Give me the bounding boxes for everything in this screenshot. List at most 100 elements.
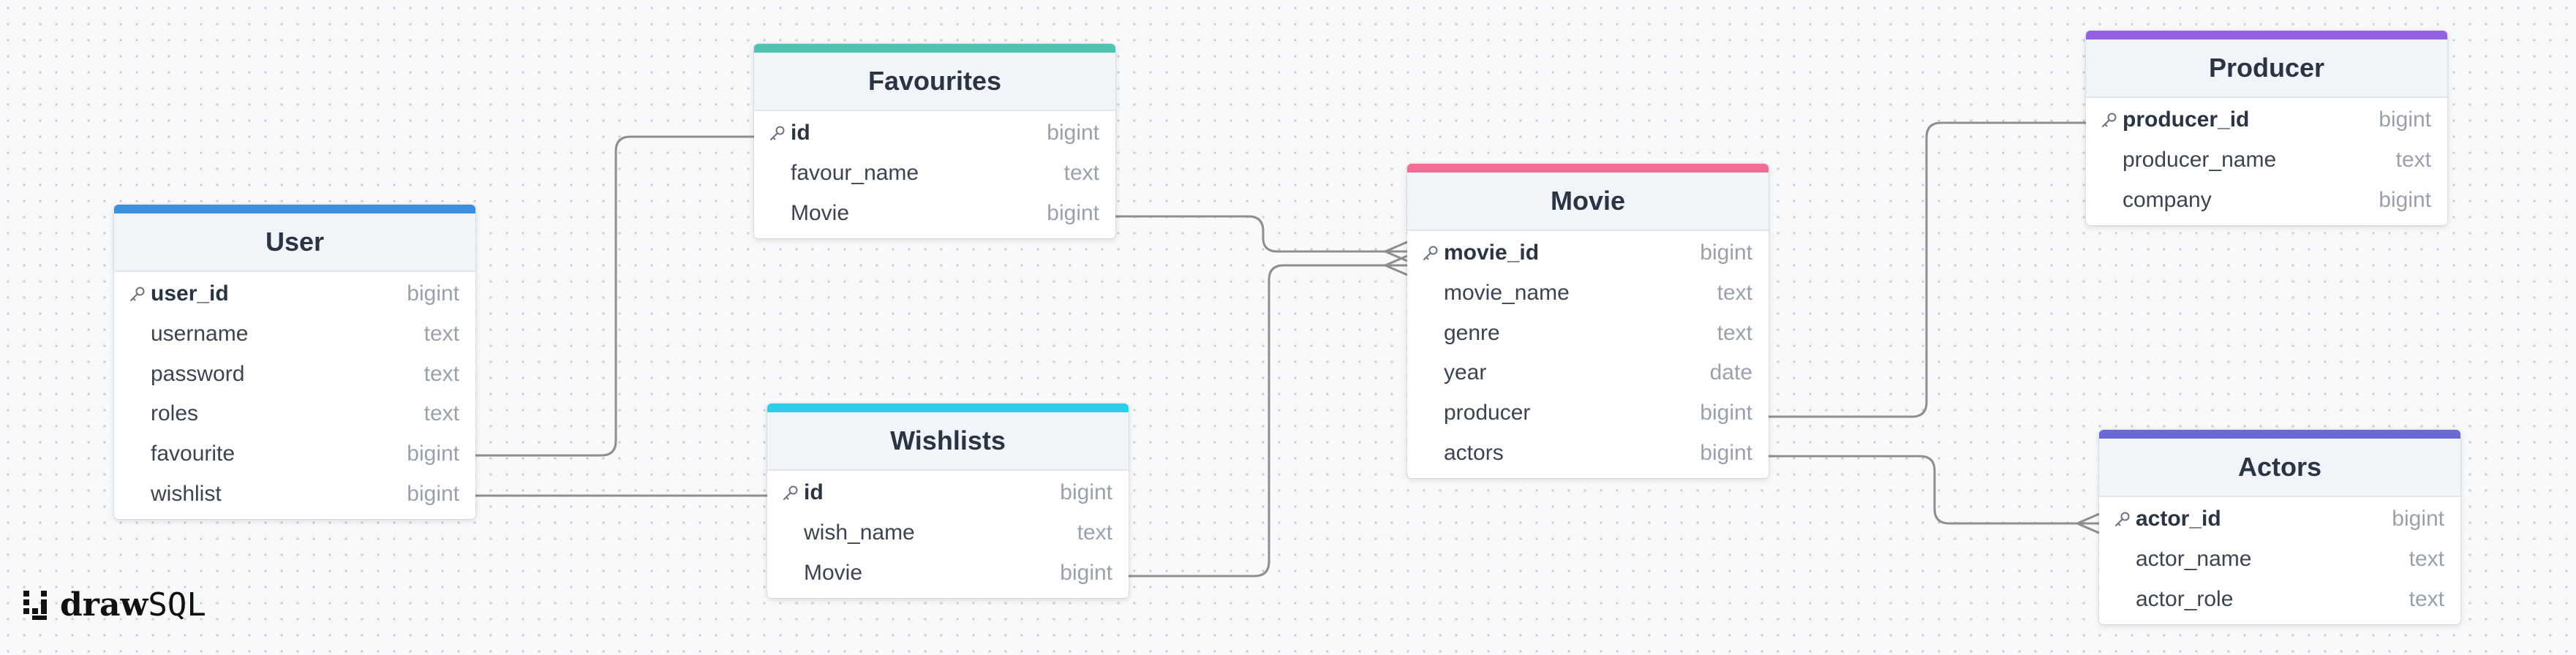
table-row[interactable]: producer bigint bbox=[1407, 393, 1769, 433]
table-row[interactable]: actor_role text bbox=[2099, 579, 2460, 619]
table-row[interactable]: password text bbox=[114, 354, 475, 394]
column-name: wish_name bbox=[804, 520, 915, 545]
column-type: bigint bbox=[407, 281, 459, 306]
column-name: id bbox=[804, 480, 824, 505]
column-name: producer_name bbox=[2123, 148, 2277, 173]
column-name: favour_name bbox=[791, 161, 919, 186]
table-row[interactable]: wish_name text bbox=[767, 513, 1129, 553]
table-actors-title[interactable]: Actors bbox=[2099, 439, 2460, 497]
column-name: username bbox=[151, 322, 249, 347]
column-type: bigint bbox=[1047, 121, 1099, 145]
table-wishlists-color-bar bbox=[767, 404, 1129, 412]
column-name: genre bbox=[1444, 320, 1500, 345]
column-name: company bbox=[2123, 187, 2212, 212]
column-name: year bbox=[1444, 360, 1487, 385]
column-type: text bbox=[2409, 586, 2444, 611]
column-name: Movie bbox=[791, 200, 850, 225]
column-name: user_id bbox=[151, 281, 229, 306]
table-user-color-bar bbox=[114, 205, 475, 213]
table-producer-title[interactable]: Producer bbox=[2086, 39, 2447, 98]
primary-key-icon bbox=[783, 485, 798, 501]
primary-key-icon bbox=[2115, 512, 2130, 527]
column-type: bigint bbox=[1047, 200, 1099, 225]
table-movie-color-bar bbox=[1407, 164, 1769, 173]
drawsql-logo-draw: draw bbox=[60, 586, 148, 624]
column-name: producer bbox=[1444, 401, 1531, 425]
table-favourites-title[interactable]: Favourites bbox=[754, 53, 1115, 111]
column-type: text bbox=[1063, 161, 1099, 186]
column-type: text bbox=[2409, 547, 2444, 572]
relation-movie-producer bbox=[1769, 121, 2086, 418]
column-type: text bbox=[423, 401, 459, 426]
column-type: text bbox=[1717, 281, 1752, 306]
column-type: text bbox=[423, 361, 459, 386]
table-row[interactable]: roles text bbox=[114, 394, 475, 434]
relation-wishlists-movie bbox=[1129, 264, 1407, 578]
column-name: favourite bbox=[151, 442, 236, 466]
table-row[interactable]: movie_id bigint bbox=[1407, 233, 1769, 273]
column-name: roles bbox=[151, 401, 199, 426]
table-row[interactable]: Movie bigint bbox=[754, 193, 1115, 233]
column-type: bigint bbox=[2392, 507, 2444, 531]
primary-key-icon bbox=[2102, 113, 2117, 128]
column-name: movie_id bbox=[1444, 241, 1540, 265]
table-row[interactable]: id bigint bbox=[754, 113, 1115, 154]
table-favourites-color-bar bbox=[754, 44, 1115, 53]
column-name: movie_name bbox=[1444, 281, 1570, 306]
relation-favourites-movie bbox=[1115, 215, 1407, 253]
relation-user-favourite bbox=[475, 135, 754, 457]
table-row[interactable]: company bigint bbox=[2086, 180, 2447, 220]
table-row[interactable]: genre text bbox=[1407, 313, 1769, 353]
table-producer-color-bar bbox=[2086, 31, 2447, 39]
column-name: Movie bbox=[804, 560, 863, 585]
table-movie-title[interactable]: Movie bbox=[1407, 173, 1769, 231]
table-user-title[interactable]: User bbox=[114, 213, 475, 272]
crowfoot-movie-actors bbox=[2074, 512, 2100, 534]
column-type: bigint bbox=[2379, 187, 2431, 212]
drawsql-logo-sql: SQL bbox=[148, 586, 206, 624]
column-type: text bbox=[1077, 520, 1112, 545]
column-type: bigint bbox=[1700, 241, 1752, 265]
column-type: date bbox=[1709, 360, 1752, 385]
table-row[interactable]: year date bbox=[1407, 353, 1769, 393]
primary-key-icon bbox=[770, 126, 785, 141]
table-actors-color-bar bbox=[2099, 430, 2460, 439]
column-name: actor_id bbox=[2136, 507, 2221, 531]
table-wishlists-title[interactable]: Wishlists bbox=[767, 412, 1129, 471]
table-row[interactable]: favour_name text bbox=[754, 154, 1115, 194]
column-type: bigint bbox=[1060, 560, 1112, 585]
column-name: password bbox=[151, 361, 245, 386]
table-row[interactable]: id bigint bbox=[767, 473, 1129, 513]
column-type: text bbox=[1717, 320, 1752, 345]
table-row[interactable]: movie_name text bbox=[1407, 273, 1769, 314]
column-type: bigint bbox=[1060, 480, 1112, 505]
crowfoot-wishlists-movie bbox=[1382, 254, 1408, 276]
table-row[interactable]: user_id bigint bbox=[114, 274, 475, 314]
table-row[interactable]: favourite bigint bbox=[114, 434, 475, 474]
table-row[interactable]: actor_id bigint bbox=[2099, 499, 2460, 539]
column-type: bigint bbox=[1700, 401, 1752, 425]
column-name: id bbox=[791, 121, 810, 145]
table-row[interactable]: Movie bigint bbox=[767, 553, 1129, 593]
column-name: actor_role bbox=[2136, 586, 2234, 611]
column-type: bigint bbox=[407, 442, 459, 466]
